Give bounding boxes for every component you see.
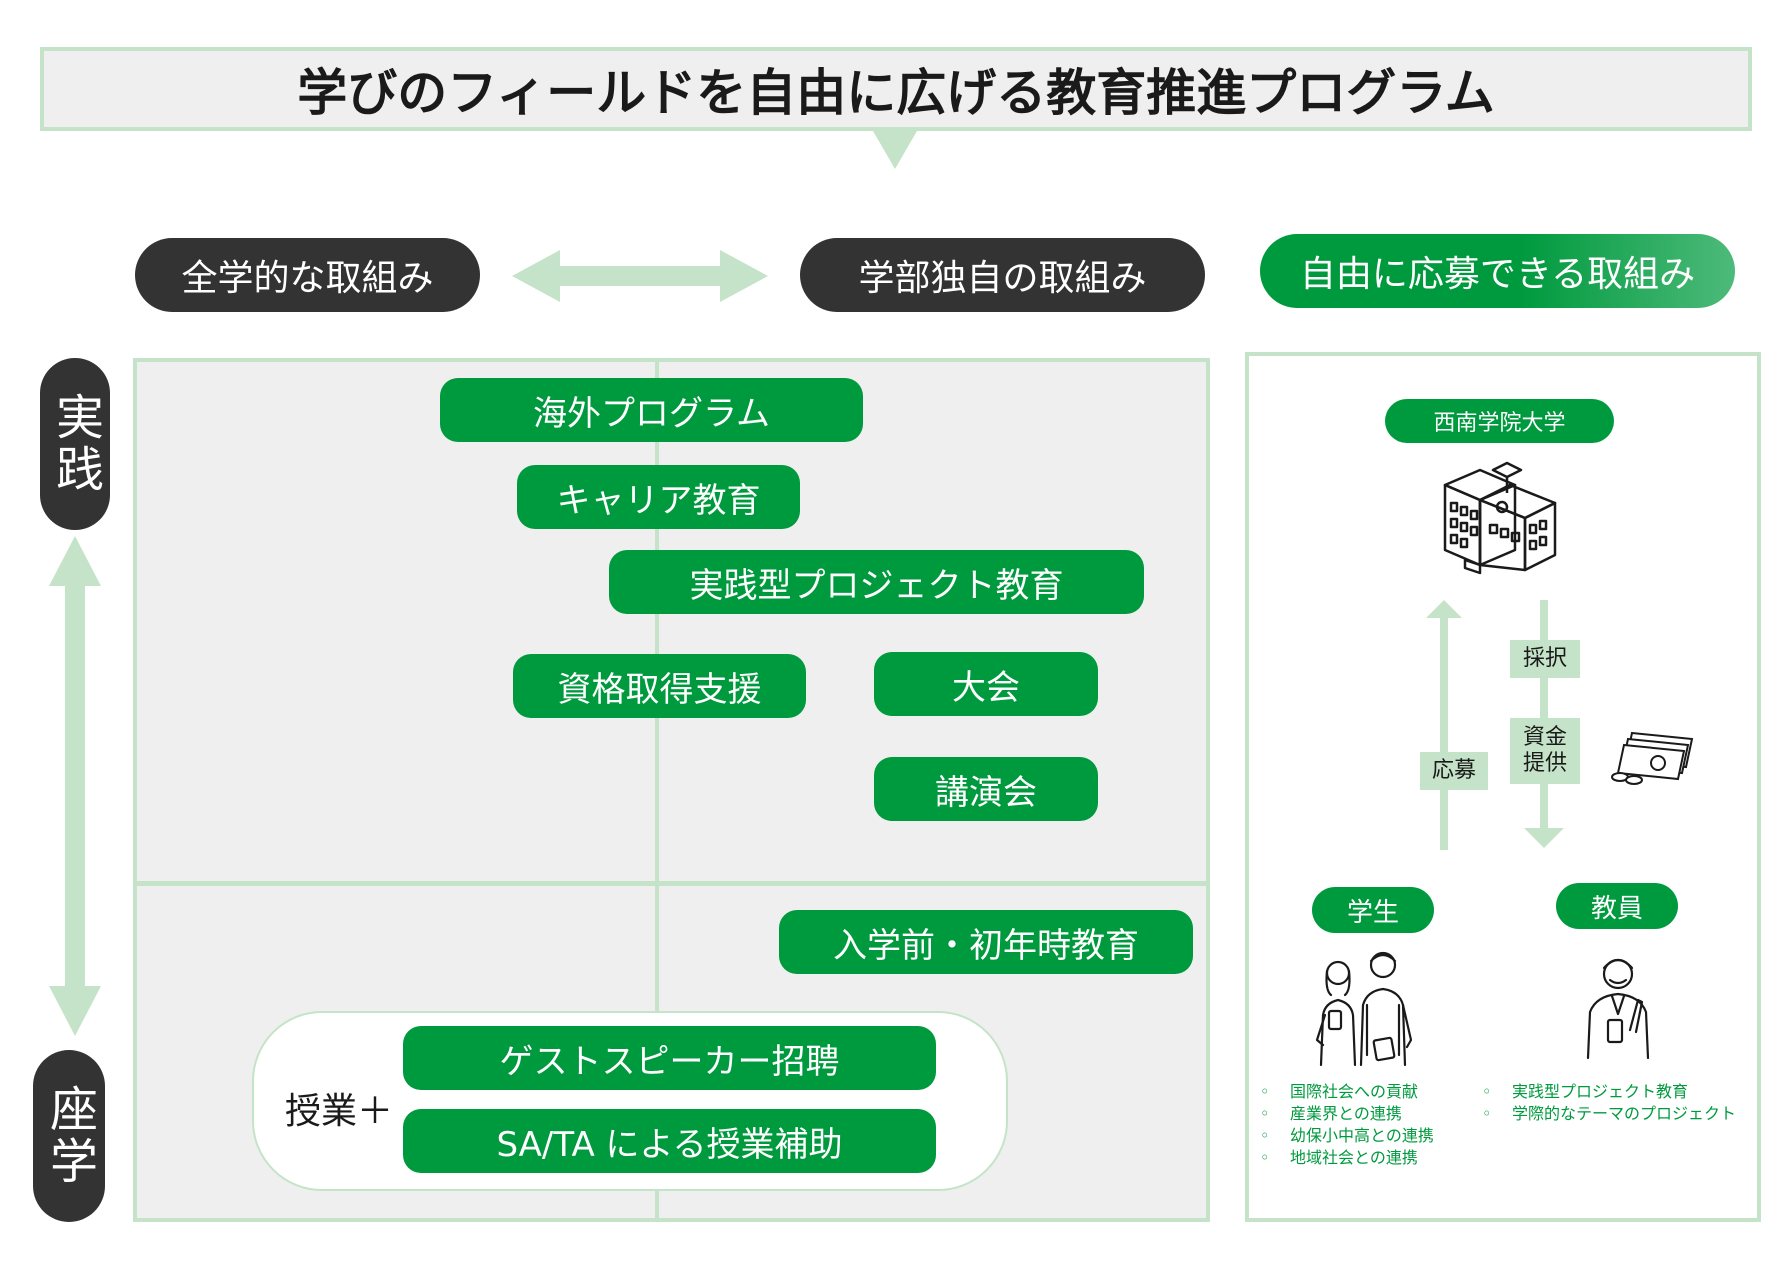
- program-qualification-label: 資格取得支援: [557, 669, 762, 710]
- money-icon: [1611, 731, 1694, 785]
- program-project: 実践型プロジェクト教育: [609, 550, 1144, 614]
- faculty-member-label: 教員: [1590, 893, 1643, 924]
- apply-label: 応募: [1420, 752, 1488, 790]
- axis-lecture-label: 座学: [41, 1084, 97, 1188]
- class-plus-label: 授業＋: [285, 1091, 394, 1132]
- matrix-divider-vertical: [655, 360, 659, 1220]
- faculty-activity-list: 実践型プロジェクト教育 学際的なテーマのプロジェクト: [1482, 1081, 1736, 1125]
- header-faculty-label: 学部独自の取組み: [858, 258, 1147, 299]
- program-sata-label: SA/TA による授業補助: [496, 1124, 843, 1165]
- page-title-text: 学びのフィールドを自由に広げる教育推進プログラム: [297, 64, 1495, 122]
- axis-lecture-pill: 座学: [33, 1050, 105, 1222]
- student-activity-list: 国際社会への貢献 産業界との連携 幼保小中高との連携 地域社会との連携: [1260, 1081, 1434, 1169]
- program-contest-label: 大会: [952, 667, 1020, 708]
- program-lecture: 講演会: [874, 757, 1098, 821]
- student-activity-item: 産業界との連携: [1260, 1103, 1434, 1125]
- program-qualification: 資格取得支援: [513, 654, 806, 718]
- faculty-activity-item: 学際的なテーマのプロジェクト: [1482, 1103, 1736, 1125]
- program-sata: SA/TA による授業補助: [403, 1109, 936, 1173]
- page-title: 学びのフィールドを自由に広げる教育推進プログラム: [40, 47, 1752, 131]
- university-badge: 西南学院大学: [1385, 399, 1614, 443]
- university-label: 西南学院大学: [1433, 411, 1566, 436]
- student-activity-item: 国際社会への貢献: [1260, 1081, 1434, 1103]
- program-guest: ゲストスピーカー招聘: [403, 1026, 936, 1090]
- double-arrow-icon: [512, 250, 768, 302]
- program-overseas: 海外プログラム: [440, 378, 863, 442]
- header-free-label: 自由に応募できる取組み: [1299, 254, 1696, 295]
- program-overseas-label: 海外プログラム: [533, 393, 770, 434]
- header-free: 自由に応募できる取組み: [1260, 234, 1735, 308]
- header-faculty: 学部独自の取組み: [800, 238, 1205, 312]
- program-lecture-label: 講演会: [935, 772, 1037, 813]
- program-contest: 大会: [874, 652, 1098, 716]
- program-pre-entry: 入学前・初年時教育: [779, 910, 1193, 974]
- university-building-icon: [1443, 461, 1557, 575]
- header-common-label: 全学的な取組み: [181, 258, 434, 299]
- student-activity-item: 地域社会との連携: [1260, 1147, 1434, 1169]
- axis-practice-label: 実践: [47, 392, 103, 496]
- adopt-label: 採択: [1510, 640, 1580, 678]
- axis-practice-pill: 実践: [40, 358, 110, 530]
- free-program-panel: [1245, 352, 1761, 1222]
- faculty-member-badge: 教員: [1556, 883, 1678, 929]
- program-pre-entry-label: 入学前・初年時教育: [833, 925, 1139, 966]
- student-badge: 学生: [1312, 887, 1434, 933]
- students-icon: [1315, 951, 1413, 1067]
- matrix-divider-horizontal: [135, 881, 1208, 886]
- title-pointer-arrow: [873, 131, 917, 169]
- student-activity-item: 幼保小中高との連携: [1260, 1125, 1434, 1147]
- program-project-label: 実践型プロジェクト教育: [689, 565, 1064, 606]
- apply-arrow-icon: [1426, 600, 1462, 850]
- program-career-label: キャリア教育: [556, 480, 761, 521]
- funding-label: 資金 提供: [1510, 718, 1580, 784]
- header-common: 全学的な取組み: [135, 238, 480, 312]
- student-label: 学生: [1346, 897, 1399, 928]
- vertical-double-arrow-icon: [49, 536, 101, 1036]
- program-guest-label: ゲストスピーカー招聘: [499, 1041, 840, 1082]
- faculty-activity-item: 実践型プロジェクト教育: [1482, 1081, 1736, 1103]
- program-career: キャリア教育: [517, 465, 800, 529]
- professor-icon: [1586, 958, 1650, 1060]
